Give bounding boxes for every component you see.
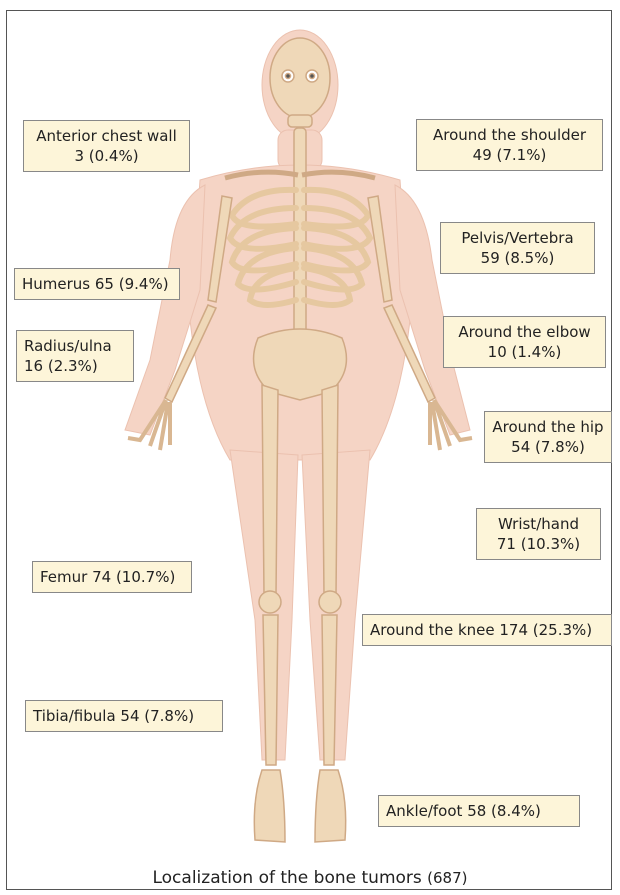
label-around-knee-text: Around the knee 174 (25.3%) <box>370 621 592 639</box>
label-femur-text: Femur 74 (10.7%) <box>40 568 175 586</box>
label-wrist-hand: Wrist/hand 71 (10.3%) <box>476 508 601 560</box>
label-wrist-hand-value: 71 (10.3%) <box>484 534 593 554</box>
caption-count: (687) <box>427 869 467 887</box>
label-around-hip-name: Around the hip <box>492 417 604 437</box>
figure-caption: Localization of the bone tumors (687) <box>0 868 620 888</box>
label-ankle-foot-text: Ankle/foot 58 (8.4%) <box>386 802 541 820</box>
label-around-elbow: Around the elbow 10 (1.4%) <box>443 316 606 368</box>
label-wrist-hand-name: Wrist/hand <box>484 514 593 534</box>
label-pelvis-vertebra-value: 59 (8.5%) <box>448 248 587 268</box>
label-radius-ulna: Radius/ulna 16 (2.3%) <box>16 330 134 382</box>
label-humerus: Humerus 65 (9.4%) <box>14 268 180 300</box>
label-radius-ulna-name: Radius/ulna <box>24 336 126 356</box>
label-femur: Femur 74 (10.7%) <box>32 561 192 593</box>
label-anterior-chest-wall: Anterior chest wall 3 (0.4%) <box>23 120 190 172</box>
label-around-elbow-value: 10 (1.4%) <box>451 342 598 362</box>
label-pelvis-vertebra: Pelvis/Vertebra 59 (8.5%) <box>440 222 595 274</box>
label-humerus-text: Humerus 65 (9.4%) <box>22 275 169 293</box>
label-ankle-foot: Ankle/foot 58 (8.4%) <box>378 795 580 827</box>
label-around-hip-value: 54 (7.8%) <box>492 437 604 457</box>
label-anterior-chest-wall-value: 3 (0.4%) <box>31 146 182 166</box>
label-around-knee: Around the knee 174 (25.3%) <box>362 614 612 646</box>
label-around-shoulder-value: 49 (7.1%) <box>424 145 595 165</box>
label-pelvis-vertebra-name: Pelvis/Vertebra <box>448 228 587 248</box>
caption-text: Localization of the bone tumors <box>152 868 421 888</box>
label-around-shoulder-name: Around the shoulder <box>424 125 595 145</box>
label-tibia-fibula-text: Tibia/fibula 54 (7.8%) <box>33 707 194 725</box>
label-anterior-chest-wall-name: Anterior chest wall <box>31 126 182 146</box>
label-radius-ulna-value: 16 (2.3%) <box>24 356 126 376</box>
label-around-hip: Around the hip 54 (7.8%) <box>484 411 612 463</box>
label-around-shoulder: Around the shoulder 49 (7.1%) <box>416 119 603 171</box>
label-tibia-fibula: Tibia/fibula 54 (7.8%) <box>25 700 223 732</box>
label-around-elbow-name: Around the elbow <box>451 322 598 342</box>
